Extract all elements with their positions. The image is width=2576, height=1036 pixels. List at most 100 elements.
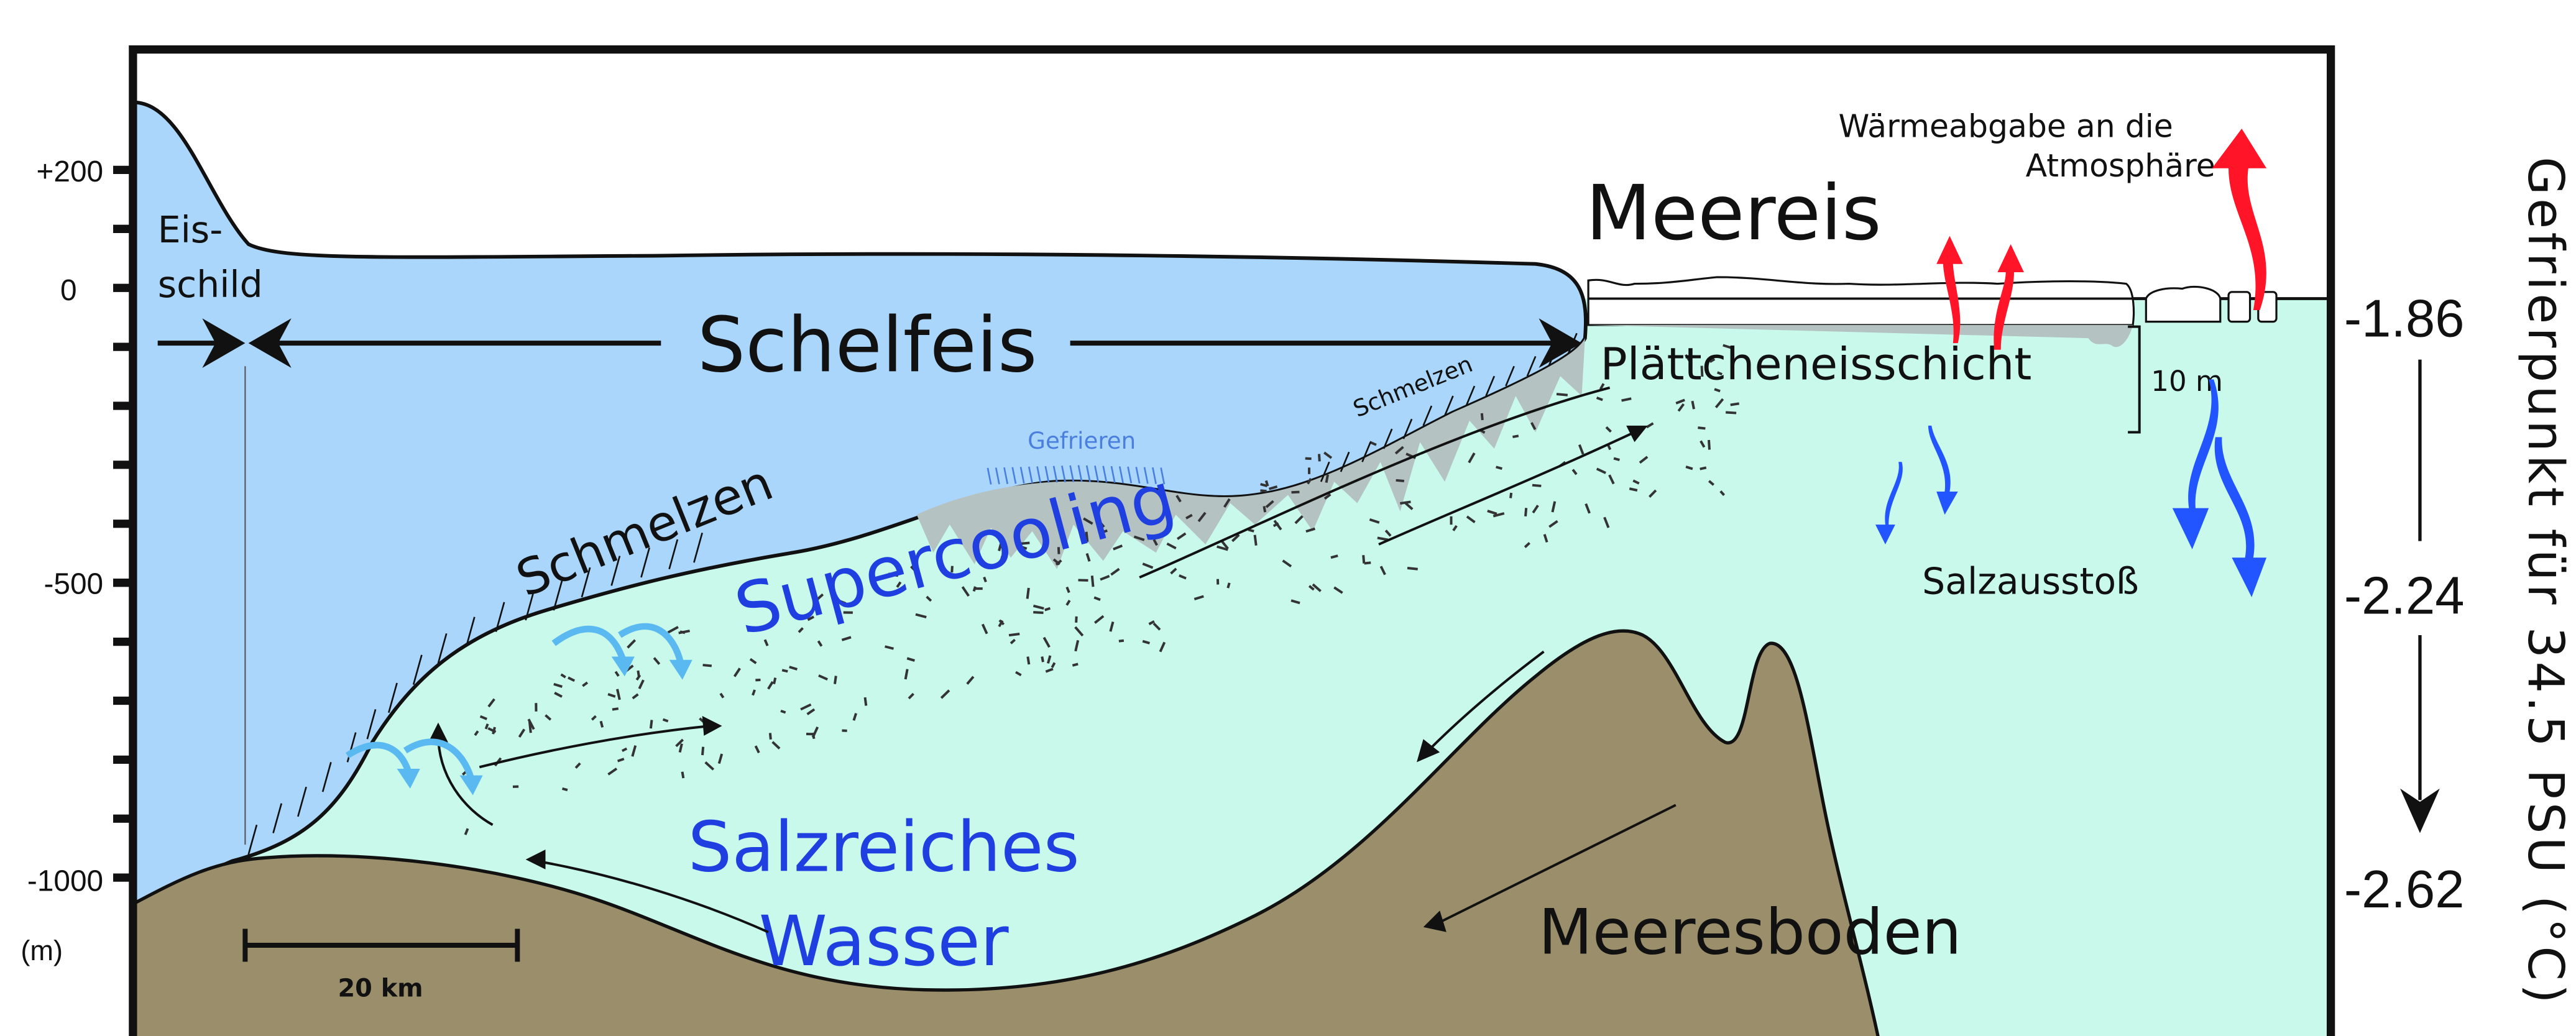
ice-crystal xyxy=(1468,452,1476,464)
ice-crystal xyxy=(1047,655,1052,664)
sea-ice-label: Meereis xyxy=(1586,169,1882,257)
ice-crystal xyxy=(771,741,781,749)
melting-hatch xyxy=(610,556,621,586)
ice-crystal xyxy=(752,689,756,696)
ice-crystal xyxy=(1265,500,1274,508)
ice-crystal xyxy=(1369,518,1380,524)
ice-crystal xyxy=(1709,358,1716,364)
ice-sheet-label: Eis- xyxy=(158,209,223,251)
ice-crystal xyxy=(863,697,868,706)
ice-crystal xyxy=(998,540,1003,551)
freezing-hatch xyxy=(1003,467,1009,484)
ice-crystal xyxy=(896,581,902,588)
ice-crystal xyxy=(591,715,597,721)
ice-crystal xyxy=(816,593,824,601)
ice-crystal xyxy=(607,768,618,776)
depth-unit: (m) xyxy=(21,935,63,966)
frazil-ice-crystals xyxy=(461,344,1740,835)
ice-crystal xyxy=(1400,500,1411,505)
melting-hatch xyxy=(1443,395,1454,416)
ice-crystal xyxy=(1323,451,1333,459)
ice-crystal xyxy=(789,666,798,671)
ice-crystal xyxy=(1083,517,1093,525)
ice-crystal xyxy=(1282,559,1292,567)
ice-crystal xyxy=(1051,662,1056,669)
ice-crystal xyxy=(1649,489,1657,498)
ice-crystal xyxy=(1645,422,1654,429)
ice-crystal xyxy=(773,677,777,685)
ice-crystal xyxy=(1603,516,1610,528)
ice-crystal xyxy=(885,645,894,650)
ice-crystal xyxy=(1010,638,1016,644)
ice-crystal xyxy=(972,586,977,592)
ice-crystal xyxy=(1466,515,1476,523)
ice-crystal xyxy=(780,709,786,714)
ice-crystal xyxy=(474,730,479,736)
ice-crystal xyxy=(1223,498,1231,508)
ice-crystal xyxy=(1708,480,1714,486)
ice-crystal xyxy=(681,771,685,779)
ice-crystal xyxy=(1308,585,1315,591)
ice-crystal xyxy=(653,657,661,665)
ice-crystal xyxy=(1596,467,1606,474)
ice-crystal xyxy=(545,714,552,721)
arrow-left-icon xyxy=(248,318,292,368)
ice-crystal xyxy=(768,733,772,740)
melting-hatch xyxy=(1382,428,1393,449)
ice-crystal xyxy=(1290,599,1300,605)
melting-hatch xyxy=(1422,405,1433,426)
arrow-right-icon xyxy=(1539,318,1582,368)
freezing-hatch xyxy=(1019,467,1025,484)
seafloor-label: Meeresboden xyxy=(1539,895,1962,968)
ice-crystal xyxy=(1226,582,1231,589)
ice-crystal xyxy=(1065,586,1070,594)
ice-crystal xyxy=(1730,402,1740,406)
ice-crystal xyxy=(1159,641,1166,653)
ice-crystal xyxy=(1621,397,1632,402)
ice-crystal xyxy=(1700,365,1704,377)
ice-crystal xyxy=(1045,667,1054,673)
freezing-hatch xyxy=(995,467,1000,485)
melting-hatch xyxy=(1340,451,1350,472)
ice-crystal xyxy=(940,689,950,699)
ice-crystal xyxy=(1585,503,1591,514)
scale-bar-label: 20 km xyxy=(338,974,423,1002)
ice-crystal xyxy=(1333,586,1343,594)
melting-hatch xyxy=(581,567,591,598)
ice-crystal xyxy=(1142,639,1150,644)
ice-crystal xyxy=(1323,493,1332,500)
ice-crystal xyxy=(798,627,804,633)
ice-crystal xyxy=(1268,485,1278,490)
ice-crystal xyxy=(839,600,847,605)
ice-crystal xyxy=(484,723,489,730)
ice-crystal xyxy=(1217,545,1228,551)
freezing-hatch xyxy=(1135,467,1141,484)
ice-crystal xyxy=(562,787,568,792)
ice-crystal xyxy=(479,715,487,720)
ice-crystal xyxy=(1629,487,1638,492)
heat-release-label: Atmosphäre xyxy=(2026,147,2215,184)
ice-crystal xyxy=(1085,531,1089,543)
ice-crystal xyxy=(754,745,760,754)
depth-tick-label: 0 xyxy=(60,274,77,307)
ice-crystal xyxy=(518,728,526,738)
ice-crystal xyxy=(1596,397,1603,401)
freezing-point-tick: -2.62 xyxy=(2344,860,2465,919)
ice-crystal xyxy=(781,669,788,673)
ice-crystal xyxy=(1330,554,1338,559)
ice-crystal xyxy=(1377,536,1389,541)
melting-hatch xyxy=(412,654,423,685)
melting-hatch xyxy=(366,709,377,740)
circulation-arrowheads xyxy=(428,425,1648,932)
ice-crystal xyxy=(1312,583,1322,592)
ice-crystal xyxy=(1394,446,1404,455)
ice-crystal xyxy=(617,758,625,763)
freezing-hatch xyxy=(1028,466,1033,484)
ice-crystal xyxy=(998,556,1004,566)
melting-hatch xyxy=(272,803,283,833)
ice-crystal xyxy=(1632,479,1640,485)
ice-crystal xyxy=(1532,505,1539,514)
melting-hatch xyxy=(1320,461,1330,482)
melting-hatch xyxy=(668,539,679,570)
ice-crystal xyxy=(616,689,621,700)
